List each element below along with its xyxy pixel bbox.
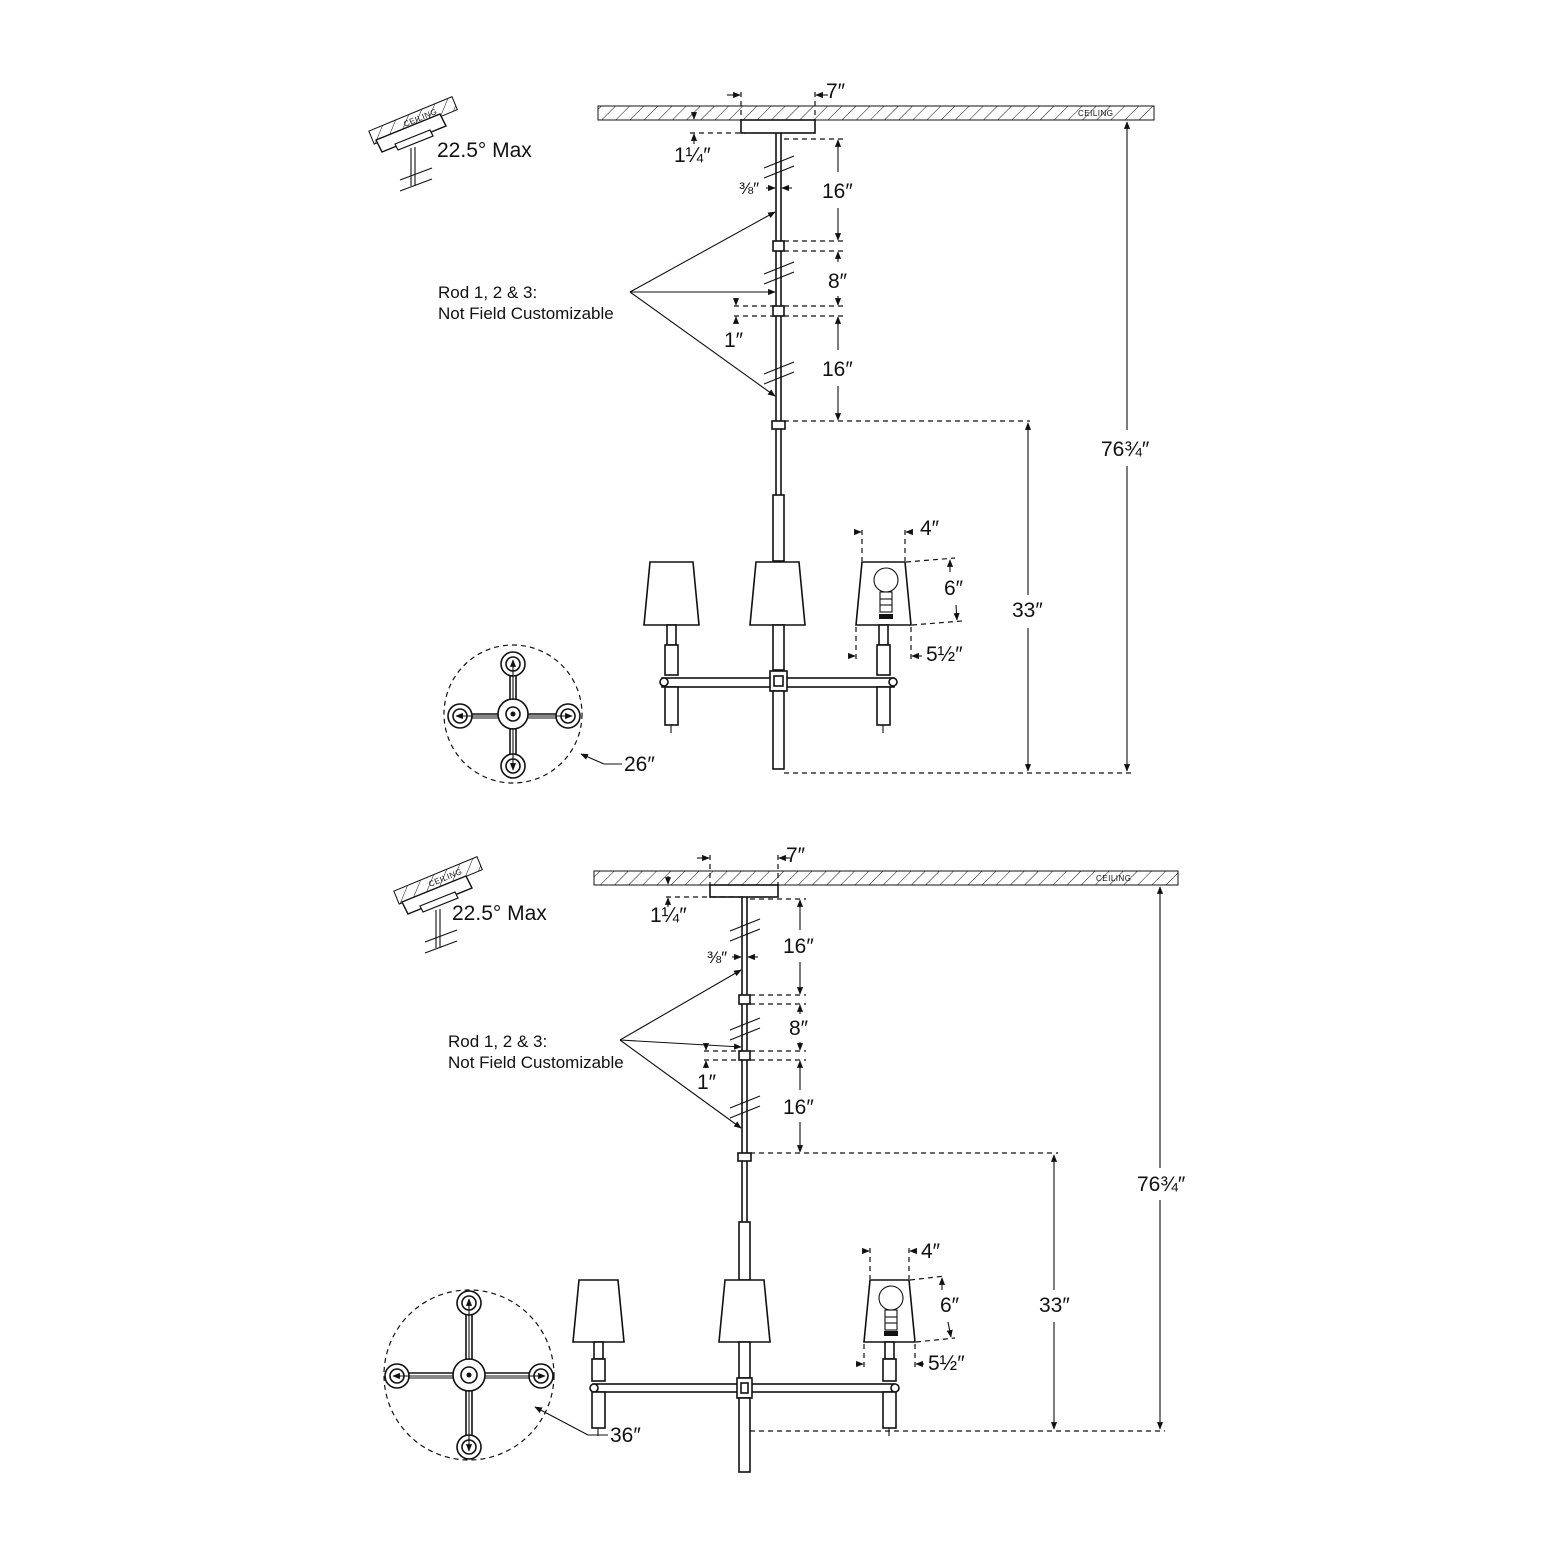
slope-max-label: 22.5° Max xyxy=(437,139,532,162)
rod-diameter-label: ⅜″ xyxy=(739,179,759,198)
shade-top-label: 4″ xyxy=(921,1240,941,1263)
fixture-height-label: 33″ xyxy=(1012,599,1043,622)
rods-note-line2: Not Field Customizable xyxy=(438,304,614,323)
plan-view-large xyxy=(383,1289,608,1461)
diameter-label: 26″ xyxy=(624,753,655,776)
shade-center xyxy=(718,1279,771,1343)
overall-height-label: 76¾″ xyxy=(1137,1173,1186,1196)
coupler-height-label: 1″ xyxy=(697,1071,717,1094)
fixture-body xyxy=(643,561,912,770)
rod-1-length-label: 16″ xyxy=(822,180,853,203)
rods-note-line2: Not Field Customizable xyxy=(448,1053,624,1072)
rod-2-length-label: 8″ xyxy=(789,1017,809,1040)
downrod-stem xyxy=(763,133,795,562)
shade-bottom-label: 5½″ xyxy=(928,1352,965,1375)
rod-diameter-label: ⅜″ xyxy=(707,948,727,967)
fixture-body xyxy=(572,1279,916,1473)
shade-left xyxy=(643,561,700,626)
ceiling-label: CEILING xyxy=(1078,109,1114,118)
plan-view-small xyxy=(443,644,622,784)
downrod-stem xyxy=(729,897,761,1281)
drawing-large: CEILING 22.5° Max CEILING 7″ 1¼″ xyxy=(383,844,1186,1473)
diameter-label: 36″ xyxy=(610,1424,641,1447)
rods-note-line1: Rod 1, 2 & 3: xyxy=(448,1032,547,1051)
shade-top-label: 4″ xyxy=(920,517,940,540)
canopy-width-label: 7″ xyxy=(786,844,806,867)
rods-note-line1: Rod 1, 2 & 3: xyxy=(438,283,537,302)
ceiling-bar xyxy=(597,105,1155,121)
canopy-height-label: 1¼″ xyxy=(674,144,711,167)
drawing-small: CEILING 22.5° Max CEILING 7″ 1¼″ xyxy=(368,80,1155,784)
rod-1-length-label: 16″ xyxy=(783,935,814,958)
canopy xyxy=(740,119,816,134)
rod-3-length-label: 16″ xyxy=(822,358,853,381)
slope-max-label: 22.5° Max xyxy=(452,902,547,925)
rod-3-length-label: 16″ xyxy=(783,1096,814,1119)
canopy-width-label: 7″ xyxy=(826,80,846,103)
ceiling-label: CEILING xyxy=(1096,874,1132,883)
ceiling-bar xyxy=(593,870,1179,886)
rod-2-length-label: 8″ xyxy=(828,270,848,293)
shade-center xyxy=(749,561,806,626)
shade-left xyxy=(572,1279,625,1343)
coupler-height-label: 1″ xyxy=(724,329,744,352)
shade-height-label: 6″ xyxy=(940,1294,960,1317)
canopy-height-label: 1¼″ xyxy=(650,904,687,927)
sloped-canopy-icon xyxy=(375,113,447,192)
shade-height-label: 6″ xyxy=(944,577,964,600)
sloped-canopy-icon xyxy=(401,875,473,954)
canopy xyxy=(709,884,779,898)
fixture-height-label: 33″ xyxy=(1039,1294,1070,1317)
overall-height-label: 76¾″ xyxy=(1101,438,1150,461)
shade-bottom-label: 5½″ xyxy=(926,643,963,666)
